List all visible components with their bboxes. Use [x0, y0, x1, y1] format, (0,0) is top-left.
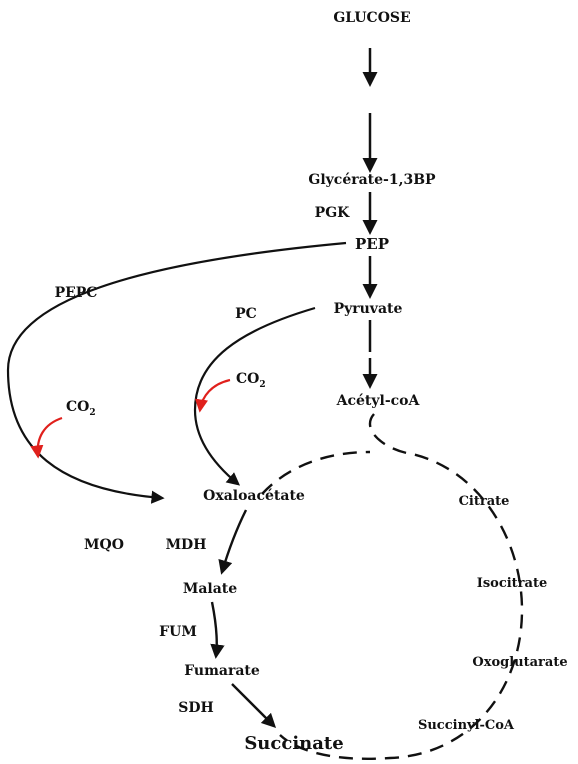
enzyme-mdh: MDH: [166, 537, 207, 553]
label-succinate: Succinate: [244, 733, 343, 754]
co2-label-pepc: CO2: [66, 399, 96, 418]
label-acetyl-coa: Acétyl-coA: [336, 393, 421, 409]
enzyme-pc: PC: [235, 306, 257, 322]
fumarate-to-succinate-arrow: [231, 683, 277, 729]
label-pyruvate: Pyruvate: [334, 301, 403, 317]
co2-base: CO: [66, 399, 89, 415]
co2-arrow-pepc: [30, 416, 63, 459]
label-oxaloacetate: Oxaloacétate: [203, 488, 305, 504]
label-glucose: GLUCOSE: [333, 10, 410, 26]
enzyme-pepc: PEPC: [55, 285, 98, 301]
label-isocitrate: Isocitrate: [477, 576, 547, 591]
co2-base: CO: [236, 371, 259, 387]
label-pep: PEP: [355, 235, 389, 253]
enzyme-pgk: PGK: [315, 205, 350, 221]
co2-subscript: 2: [89, 408, 95, 418]
malate-to-fumarate-arrow: [210, 601, 225, 659]
tca-cycle-dashed-left: [261, 450, 371, 495]
label-oxoglutarate: Oxoglutarate: [472, 655, 567, 670]
label-glycerate: Glycérate-1,3BP: [308, 172, 436, 188]
enzyme-sdh: SDH: [178, 700, 213, 716]
label-malate: Malate: [183, 581, 237, 597]
tca-cycle-dashed: [279, 413, 524, 760]
pepc-arrow: [6, 241, 347, 504]
pc-arrow: [193, 306, 316, 486]
enzyme-fum: FUM: [159, 624, 197, 640]
oxaloacetate-to-malate-arrow: [218, 509, 248, 575]
enzyme-mqo: MQO: [84, 537, 124, 553]
label-fumarate: Fumarate: [184, 663, 260, 679]
co2-arrow-pc: [194, 378, 231, 413]
label-succinyl-coa: Succinyl-CoA: [418, 718, 515, 733]
label-citrate: Citrate: [459, 494, 510, 509]
co2-label-pc: CO2: [236, 371, 266, 390]
co2-subscript: 2: [259, 380, 265, 390]
